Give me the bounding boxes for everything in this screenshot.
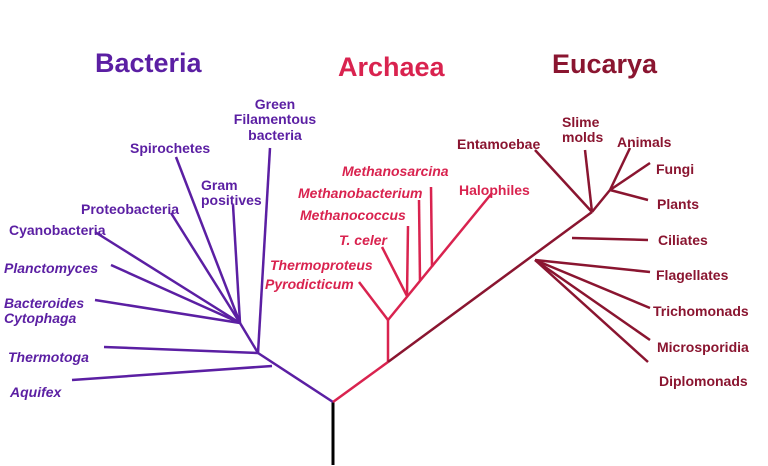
label-plants: Plants (657, 196, 700, 212)
label-pyrodicticum: Pyrodicticum (265, 276, 354, 292)
domain-title-archaea: Archaea (338, 52, 445, 82)
label-microsporidia: Microsporidia (657, 339, 749, 355)
label-trichomonads: Trichomonads (653, 303, 749, 319)
label-planctomyces: Planctomyces (4, 260, 99, 276)
label-halophiles: Halophiles (459, 182, 530, 198)
label-methanococcus: Methanococcus (300, 207, 406, 223)
label-fungi: Fungi (656, 161, 695, 177)
label-thermoproteus: Thermoproteus (270, 257, 373, 273)
eucarya-branches (387, 147, 651, 364)
label-aquifex: Aquifex (10, 384, 62, 400)
label-flagellates: Flagellates (656, 267, 729, 283)
label-proteobacteria: Proteobacteria (81, 201, 180, 217)
label-green-filamentous: Green Filamentous bacteria (233, 96, 317, 143)
label-t-celer: T. celer (339, 232, 387, 248)
label-entamoebae: Entamoebae (457, 136, 541, 152)
label-cyanobacteria: Cyanobacteria (9, 222, 106, 238)
archaea-branches (332, 186, 493, 404)
bacteria-branches (71, 147, 334, 404)
label-slime-molds: Slime molds (562, 114, 604, 146)
label-spirochetes: Spirochetes (130, 140, 211, 156)
label-methanosarcina: Methanosarcina (342, 163, 449, 179)
label-ciliates: Ciliates (658, 232, 708, 248)
label-animals: Animals (617, 134, 672, 150)
domain-title-bacteria: Bacteria (95, 48, 202, 78)
label-diplomonads: Diplomonads (659, 373, 748, 389)
label-gram-positives: Gram positives (201, 177, 262, 209)
label-thermotoga: Thermotoga (8, 349, 89, 365)
label-bacteroides-cytophaga: Bacteroides Cytophaga (4, 295, 85, 327)
label-methanobacterium: Methanobacterium (298, 185, 423, 201)
domain-title-eucarya: Eucarya (552, 49, 658, 79)
